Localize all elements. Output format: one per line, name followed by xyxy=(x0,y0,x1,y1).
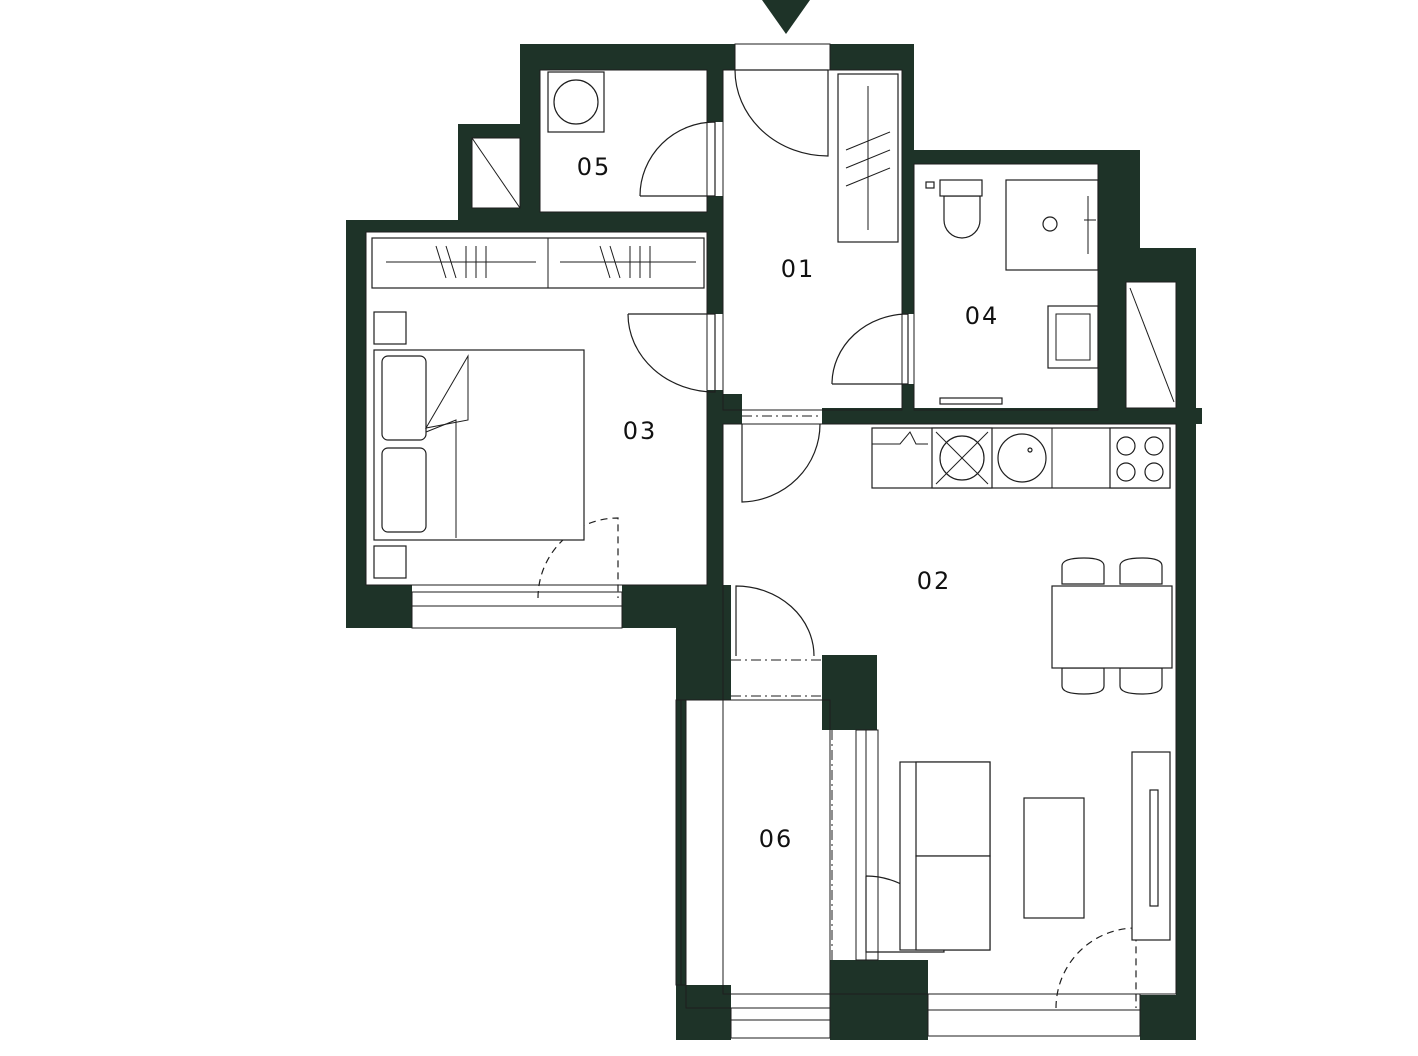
washing-machine xyxy=(547,71,605,133)
doors xyxy=(537,43,1137,1009)
room-label-05: 05 xyxy=(577,153,612,181)
sofa xyxy=(899,761,991,951)
kitchen-counter xyxy=(871,427,1171,489)
coffee-table xyxy=(1023,797,1085,919)
entrance-arrow-icon xyxy=(762,0,810,34)
bathroom-fixtures xyxy=(925,179,1099,405)
bed xyxy=(373,311,585,579)
hall-wardrobe xyxy=(837,73,899,243)
room-label-04: 04 xyxy=(965,302,1000,330)
room-label-01: 01 xyxy=(781,255,816,283)
room-label-06: 06 xyxy=(759,825,794,853)
dining-table xyxy=(1051,557,1173,695)
tv-unit xyxy=(1131,751,1171,941)
bedroom-wardrobe xyxy=(371,237,705,289)
walls xyxy=(346,44,1202,1040)
room-label-02: 02 xyxy=(917,567,952,595)
room-label-03: 03 xyxy=(623,417,658,445)
